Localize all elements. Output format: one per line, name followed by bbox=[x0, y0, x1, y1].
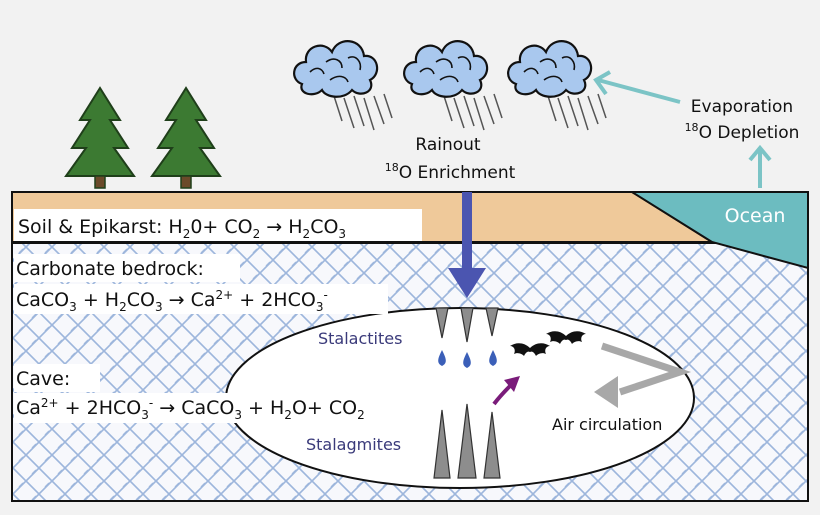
cave-title-box bbox=[14, 364, 100, 392]
evaporation-label: Evaporation bbox=[691, 97, 793, 117]
bedrock-title: Carbonate bedrock: bbox=[16, 258, 204, 280]
cave-equation-box bbox=[14, 393, 434, 423]
air-circulation-arrow bbox=[594, 342, 692, 408]
evaporation-arrow bbox=[593, 70, 772, 188]
rainfall-arrow bbox=[448, 192, 486, 298]
bedrock-equation: CaCO3 + H2CO3 → Ca2+ + 2HCO3- bbox=[16, 288, 328, 314]
cave-equation: Ca2+ + 2HCO3- → CaCO3 + H2O+ CO2 bbox=[16, 396, 365, 422]
tree-icon bbox=[151, 87, 221, 189]
rain-cloud-icon bbox=[403, 40, 504, 132]
rain-cloud-icon bbox=[293, 40, 394, 132]
evaporation-depletion-label: 18O Depletion bbox=[685, 121, 800, 143]
soil-epikarst-equation: Soil & Epikarst: H20+ CO2 → H2CO3 bbox=[18, 216, 346, 241]
soil-label-box bbox=[14, 209, 422, 241]
bedrock-equation-box bbox=[14, 284, 388, 314]
rainout-label: Rainout bbox=[415, 135, 481, 155]
rainout-enrichment-label: 18O Enrichment bbox=[385, 161, 516, 183]
cave-title: Cave: bbox=[16, 368, 70, 390]
ocean-label: Ocean bbox=[725, 205, 786, 227]
tree-icon bbox=[65, 87, 135, 189]
stalagmites bbox=[433, 403, 501, 479]
co2-release-arrow bbox=[492, 376, 520, 406]
air-circulation-label: Air circulation bbox=[552, 415, 662, 434]
stalagmites-label: Stalagmites bbox=[306, 435, 401, 454]
ocean bbox=[628, 191, 809, 270]
stalactites-label: Stalactites bbox=[318, 329, 402, 348]
water-drops bbox=[438, 350, 497, 368]
rain-cloud-icon bbox=[507, 40, 608, 132]
bedrock-title-box bbox=[14, 254, 240, 282]
stalactites bbox=[435, 307, 499, 343]
